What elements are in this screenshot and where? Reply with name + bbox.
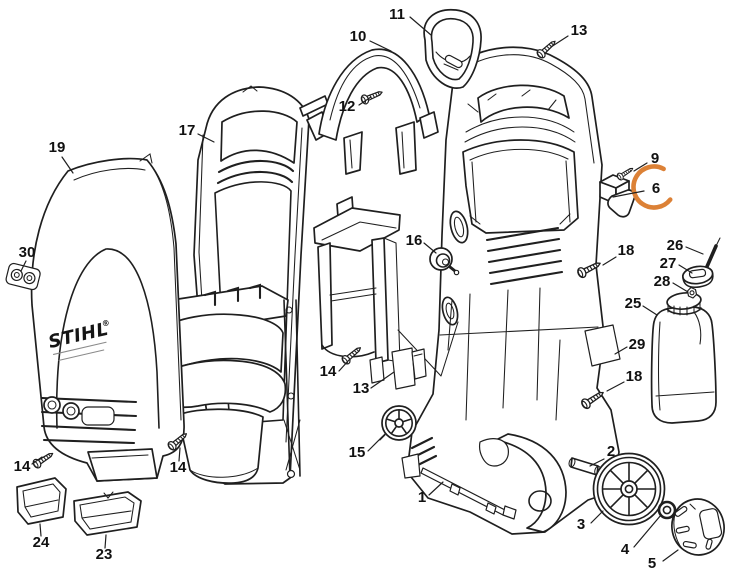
callout-c17: 17 — [179, 122, 196, 139]
leader-line-c29 — [614, 346, 628, 355]
callout-c15: 15 — [349, 444, 366, 461]
leader-line-c14c — [31, 456, 43, 465]
leader-line-c10 — [369, 40, 392, 52]
leader-line-c6 — [612, 190, 645, 198]
callout-c11: 11 — [389, 6, 405, 23]
part-15-roller-wheel — [379, 405, 417, 441]
callout-c2: 2 — [607, 443, 615, 460]
leader-line-c18a — [602, 256, 617, 266]
leader-line-c2 — [589, 458, 605, 467]
part-30-plate — [5, 262, 41, 291]
callout-c1: 1 — [418, 489, 426, 506]
callout-c14b: 14 — [170, 459, 187, 476]
callout-c9: 9 — [651, 150, 659, 167]
callout-c23: 23 — [96, 546, 113, 563]
part-pump-shroud — [149, 283, 301, 484]
part-16-bushing — [429, 247, 460, 276]
screw-14-cover — [31, 449, 56, 470]
part-29-plate — [584, 324, 621, 367]
screw-14-center — [339, 343, 364, 367]
callout-c13b: 13 — [353, 380, 370, 397]
callout-c19: 19 — [49, 139, 66, 156]
logo-registered-mark: ® — [101, 318, 111, 329]
part-3-wheel — [592, 452, 666, 526]
leader-line-c17 — [197, 133, 215, 143]
part-25-tank — [650, 291, 717, 424]
part-10-handle-cover — [299, 48, 439, 175]
leader-line-c24 — [39, 523, 42, 537]
leader-line-c16 — [423, 242, 437, 254]
part-main-frame-body — [401, 46, 620, 535]
leader-line-c3 — [590, 510, 604, 524]
callout-c29: 29 — [629, 336, 646, 353]
highlight-ring-layer — [631, 164, 673, 210]
leader-line-c4 — [633, 514, 662, 548]
part-24-tray — [16, 477, 67, 525]
leader-line-c25 — [642, 305, 658, 316]
leader-line-c26 — [685, 246, 704, 255]
callout-c18a: 18 — [618, 242, 635, 259]
leader-line-c19 — [61, 156, 74, 174]
leader-line-c15 — [367, 433, 386, 452]
callout-c14c: 14 — [14, 458, 31, 475]
leader-line-c12 — [358, 96, 372, 106]
part-6-highlight-ring — [631, 164, 673, 210]
leader-line-c9 — [633, 162, 648, 172]
leader-line-c28 — [672, 282, 689, 293]
leader-line-c13a — [550, 35, 569, 48]
callout-c28: 28 — [654, 273, 671, 290]
leader-line-c23 — [104, 534, 107, 549]
part-28-nut — [686, 286, 698, 299]
callout-c5: 5 — [648, 555, 656, 572]
callout-c13a: 13 — [571, 22, 588, 39]
leader-line-c18b — [606, 381, 625, 392]
callout-c26: 26 — [667, 237, 684, 254]
leader-line-c13b — [370, 371, 395, 389]
callout-c10: 10 — [350, 28, 367, 45]
part-11-handle-grip-cover — [423, 8, 482, 89]
callout-c14a: 14 — [320, 363, 337, 380]
leader-line-c30 — [20, 260, 27, 272]
leader-line-c14a — [338, 359, 350, 372]
part-1-base-rail — [420, 467, 517, 520]
callout-c12: 12 — [339, 98, 356, 115]
part-27-cap — [681, 265, 714, 289]
callout-c18b: 18 — [626, 368, 643, 385]
leader-line-c27 — [678, 264, 693, 274]
callout-c16: 16 — [406, 232, 423, 249]
leader-line-c11 — [409, 16, 432, 36]
part-4-ring — [657, 500, 677, 520]
part-5-hub-cap — [671, 498, 725, 556]
part-13-bracket-assembly — [313, 196, 459, 390]
leader-line-c5 — [662, 549, 679, 562]
leader-line-c1 — [428, 481, 444, 496]
part-19-front-cover: STIHL ® — [30, 153, 185, 482]
callout-c30: 30 — [19, 244, 36, 261]
callout-c24: 24 — [33, 534, 50, 551]
leader-line-c14b — [178, 447, 181, 462]
callout-c27: 27 — [660, 255, 677, 272]
callout-c4: 4 — [621, 541, 630, 558]
callout-c6: 6 — [652, 180, 660, 197]
callout-c3: 3 — [577, 516, 585, 533]
callout-c25: 25 — [625, 295, 642, 312]
part-23-tray — [73, 491, 142, 536]
